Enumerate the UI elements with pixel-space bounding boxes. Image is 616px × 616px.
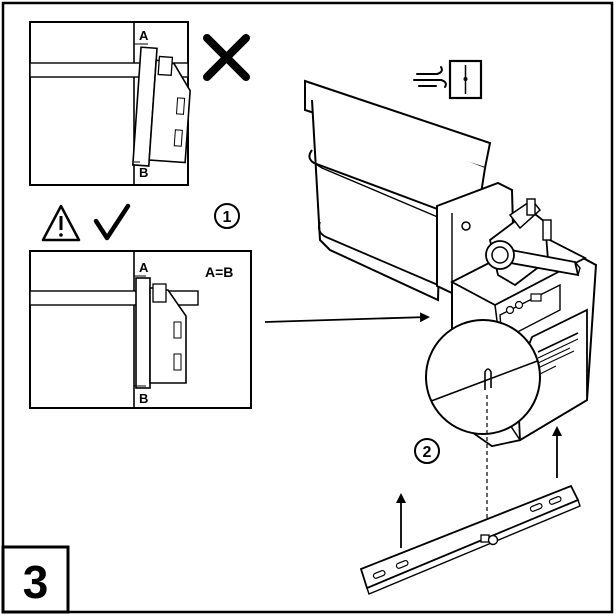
callout-2: 2 <box>414 438 440 464</box>
label-b: B <box>139 391 148 406</box>
label-a: A <box>139 260 149 275</box>
svg-text:2: 2 <box>423 444 432 461</box>
wrong-mounting-panel: A B <box>29 21 191 186</box>
check-icon <box>93 203 131 241</box>
airflow-damper-icon <box>413 59 483 100</box>
label-a: A <box>139 28 149 43</box>
label-b: B <box>139 165 148 180</box>
equation-label: A=B <box>205 264 233 280</box>
step-number: 3 <box>23 556 49 608</box>
callout-1: 1 <box>214 203 240 229</box>
mounting-bracket <box>359 484 581 595</box>
svg-text:1: 1 <box>223 209 232 226</box>
pointer-arrow <box>264 312 430 323</box>
cross-icon <box>203 34 250 81</box>
warning-triangle-icon <box>41 204 81 242</box>
correct-mounting-panel: A B A=B <box>29 250 252 409</box>
zoom-detail-circle <box>425 319 541 435</box>
step-number-box: 3 <box>1 545 70 614</box>
